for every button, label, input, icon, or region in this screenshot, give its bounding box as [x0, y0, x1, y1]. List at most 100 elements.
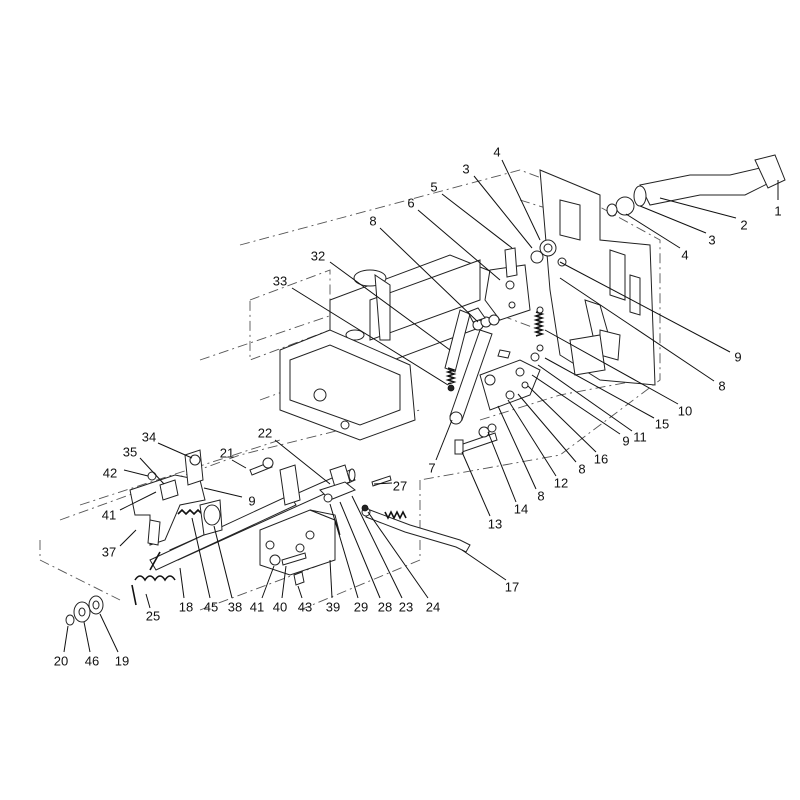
callout-c-39: 39 [326, 599, 340, 614]
leader-line-c-5 [441, 193, 513, 249]
callout-c-3a: 3 [708, 232, 715, 247]
leader-line-c-9c [203, 487, 243, 498]
leader-line-c-19 [99, 613, 119, 653]
leader-line-c-8a [379, 227, 479, 323]
leader-line-c-13 [461, 451, 491, 517]
leader-line-c-8c [517, 393, 577, 463]
callout-c-9c: 9 [248, 493, 255, 508]
leader-line-c-35 [139, 457, 165, 485]
leader-line-c-38 [213, 525, 233, 599]
leader-line-c-3a [639, 205, 707, 234]
leader-line-c-45 [191, 517, 211, 599]
callout-c-45: 45 [204, 599, 218, 614]
callout-c-33: 33 [273, 273, 287, 288]
callout-c-12: 12 [554, 475, 568, 490]
leader-line-c-40 [281, 565, 287, 599]
callout-c-27: 27 [393, 478, 407, 493]
leader-line-c-18 [179, 567, 185, 599]
leader-line-c-8d [497, 405, 537, 490]
callout-c-17: 17 [505, 579, 519, 594]
callout-c-38: 38 [228, 599, 242, 614]
shift-lever [606, 154, 786, 217]
callout-c-21: 21 [220, 445, 234, 460]
callout-c-34: 34 [142, 429, 156, 444]
leader-line-c-41b [261, 565, 275, 599]
leader-line-c-17 [461, 549, 507, 581]
leader-line-c-2 [659, 197, 737, 219]
callout-c-23: 23 [399, 599, 413, 614]
callout-c-9b: 9 [622, 433, 629, 448]
leader-line-c-33 [291, 287, 449, 386]
leader-line-c-14 [487, 431, 517, 503]
callout-c-8d: 8 [537, 488, 544, 503]
leader-line-c-21 [231, 459, 247, 469]
callout-c-37: 37 [102, 544, 116, 559]
leader-line-c-37 [119, 529, 137, 547]
callout-c-15: 15 [655, 416, 669, 431]
callout-c-40: 40 [273, 599, 287, 614]
leader-line-c-22 [274, 439, 331, 485]
side-bracket [539, 169, 656, 386]
callout-c-5: 5 [430, 179, 437, 194]
torsion-spring [131, 551, 176, 606]
leader-line-c-15 [544, 357, 655, 419]
leader-line-c-7 [435, 419, 453, 461]
callout-c-32: 32 [311, 248, 325, 263]
leader-line-c-9a [559, 261, 731, 353]
cotter-pin [249, 457, 274, 476]
leader-line-c-24 [367, 511, 429, 599]
callout-c-6: 6 [407, 195, 414, 210]
leader-line-c-12 [507, 399, 557, 477]
callout-c-28: 28 [378, 599, 392, 614]
leader-line-c-25 [145, 593, 151, 609]
callout-c-8b: 8 [718, 378, 725, 393]
bolt-assembly [454, 423, 498, 455]
leader-line-c-4b [501, 159, 541, 241]
callout-c-16: 16 [594, 451, 608, 466]
brake-pawl-assembly [129, 449, 223, 546]
callout-c-18: 18 [179, 599, 193, 614]
leader-line-c-23 [351, 495, 403, 599]
leader-line-c-46 [83, 621, 91, 653]
callout-c-7: 7 [428, 460, 435, 475]
control-cable [361, 507, 471, 553]
callout-c-41b: 41 [250, 599, 264, 614]
lower-lever [449, 329, 493, 425]
leader-line-c-11 [537, 364, 633, 432]
leader-line-c-9b [531, 374, 621, 435]
callout-c-4b: 4 [493, 144, 500, 159]
callout-c-41a: 41 [102, 507, 116, 522]
washer-stack [472, 314, 500, 331]
leader-line-c-8b [559, 277, 715, 382]
callout-c-8c: 8 [578, 461, 585, 476]
callout-c-8a: 8 [369, 213, 376, 228]
brake-arm [279, 464, 392, 512]
callout-c-24: 24 [426, 599, 440, 614]
callout-c-46: 46 [85, 653, 99, 668]
leader-line-c-32 [329, 261, 451, 351]
callout-c-14: 14 [514, 501, 528, 516]
leader-line-c-29 [329, 503, 359, 599]
frame-housing [279, 254, 501, 441]
leader-line-c-28 [339, 501, 381, 599]
lever-bracket [484, 247, 531, 321]
brake-shaft [149, 468, 356, 571]
callout-c-11: 11 [633, 429, 647, 444]
control-rod [444, 307, 486, 392]
callout-c-1: 1 [774, 203, 781, 218]
end-washers [65, 595, 104, 626]
leader-line-c-27 [373, 482, 393, 485]
callout-c-9a: 9 [734, 349, 741, 364]
callout-c-19: 19 [115, 653, 129, 668]
callout-c-2: 2 [740, 217, 747, 232]
callout-c-10: 10 [678, 403, 692, 418]
leader-line-c-43 [297, 585, 303, 599]
callout-c-29: 29 [354, 599, 368, 614]
leader-lines [63, 159, 779, 653]
callout-c-42: 42 [103, 465, 117, 480]
leader-line-c-39 [329, 559, 333, 599]
brake-bracket [259, 509, 341, 576]
callout-c-22: 22 [258, 425, 272, 440]
